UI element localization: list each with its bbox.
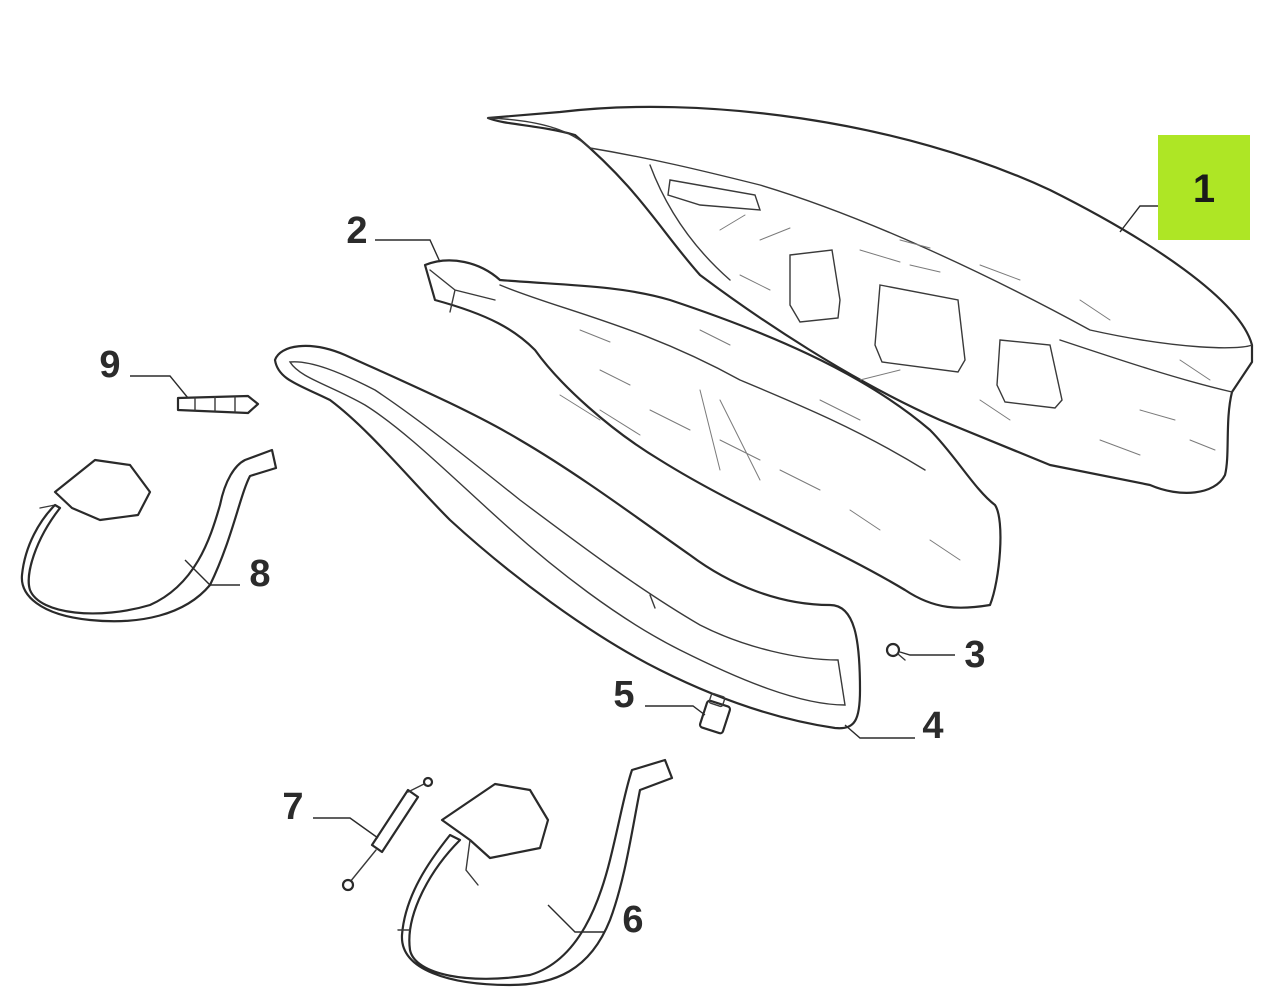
callout-1: 1	[1193, 167, 1215, 211]
part-9-bump-stop[interactable]	[176, 394, 260, 415]
callout-2: 2	[346, 210, 367, 252]
part-8-lock-cable[interactable]	[20, 448, 278, 623]
leader-lines	[130, 205, 1162, 933]
callout-9: 9	[99, 344, 120, 386]
callout-3: 3	[964, 634, 985, 676]
callout-7: 7	[282, 786, 303, 828]
callout-4: 4	[922, 705, 943, 747]
part-1-trunk-lid[interactable]	[486, 105, 1254, 494]
part-7-gas-strut[interactable]	[341, 776, 434, 892]
part-2-inner-trim-panel[interactable]	[423, 259, 1002, 609]
part-6-lock-cable[interactable]	[397, 758, 674, 987]
part-3-clip[interactable]	[885, 642, 906, 661]
callout-6: 6	[622, 899, 643, 941]
part-4-seal-gasket[interactable]	[273, 344, 862, 730]
callouts: 1 2 3 4 5 6 7 8 9	[99, 135, 1250, 941]
callout-8: 8	[249, 553, 270, 595]
callout-1-highlight	[1158, 135, 1250, 240]
callout-5: 5	[613, 674, 634, 716]
